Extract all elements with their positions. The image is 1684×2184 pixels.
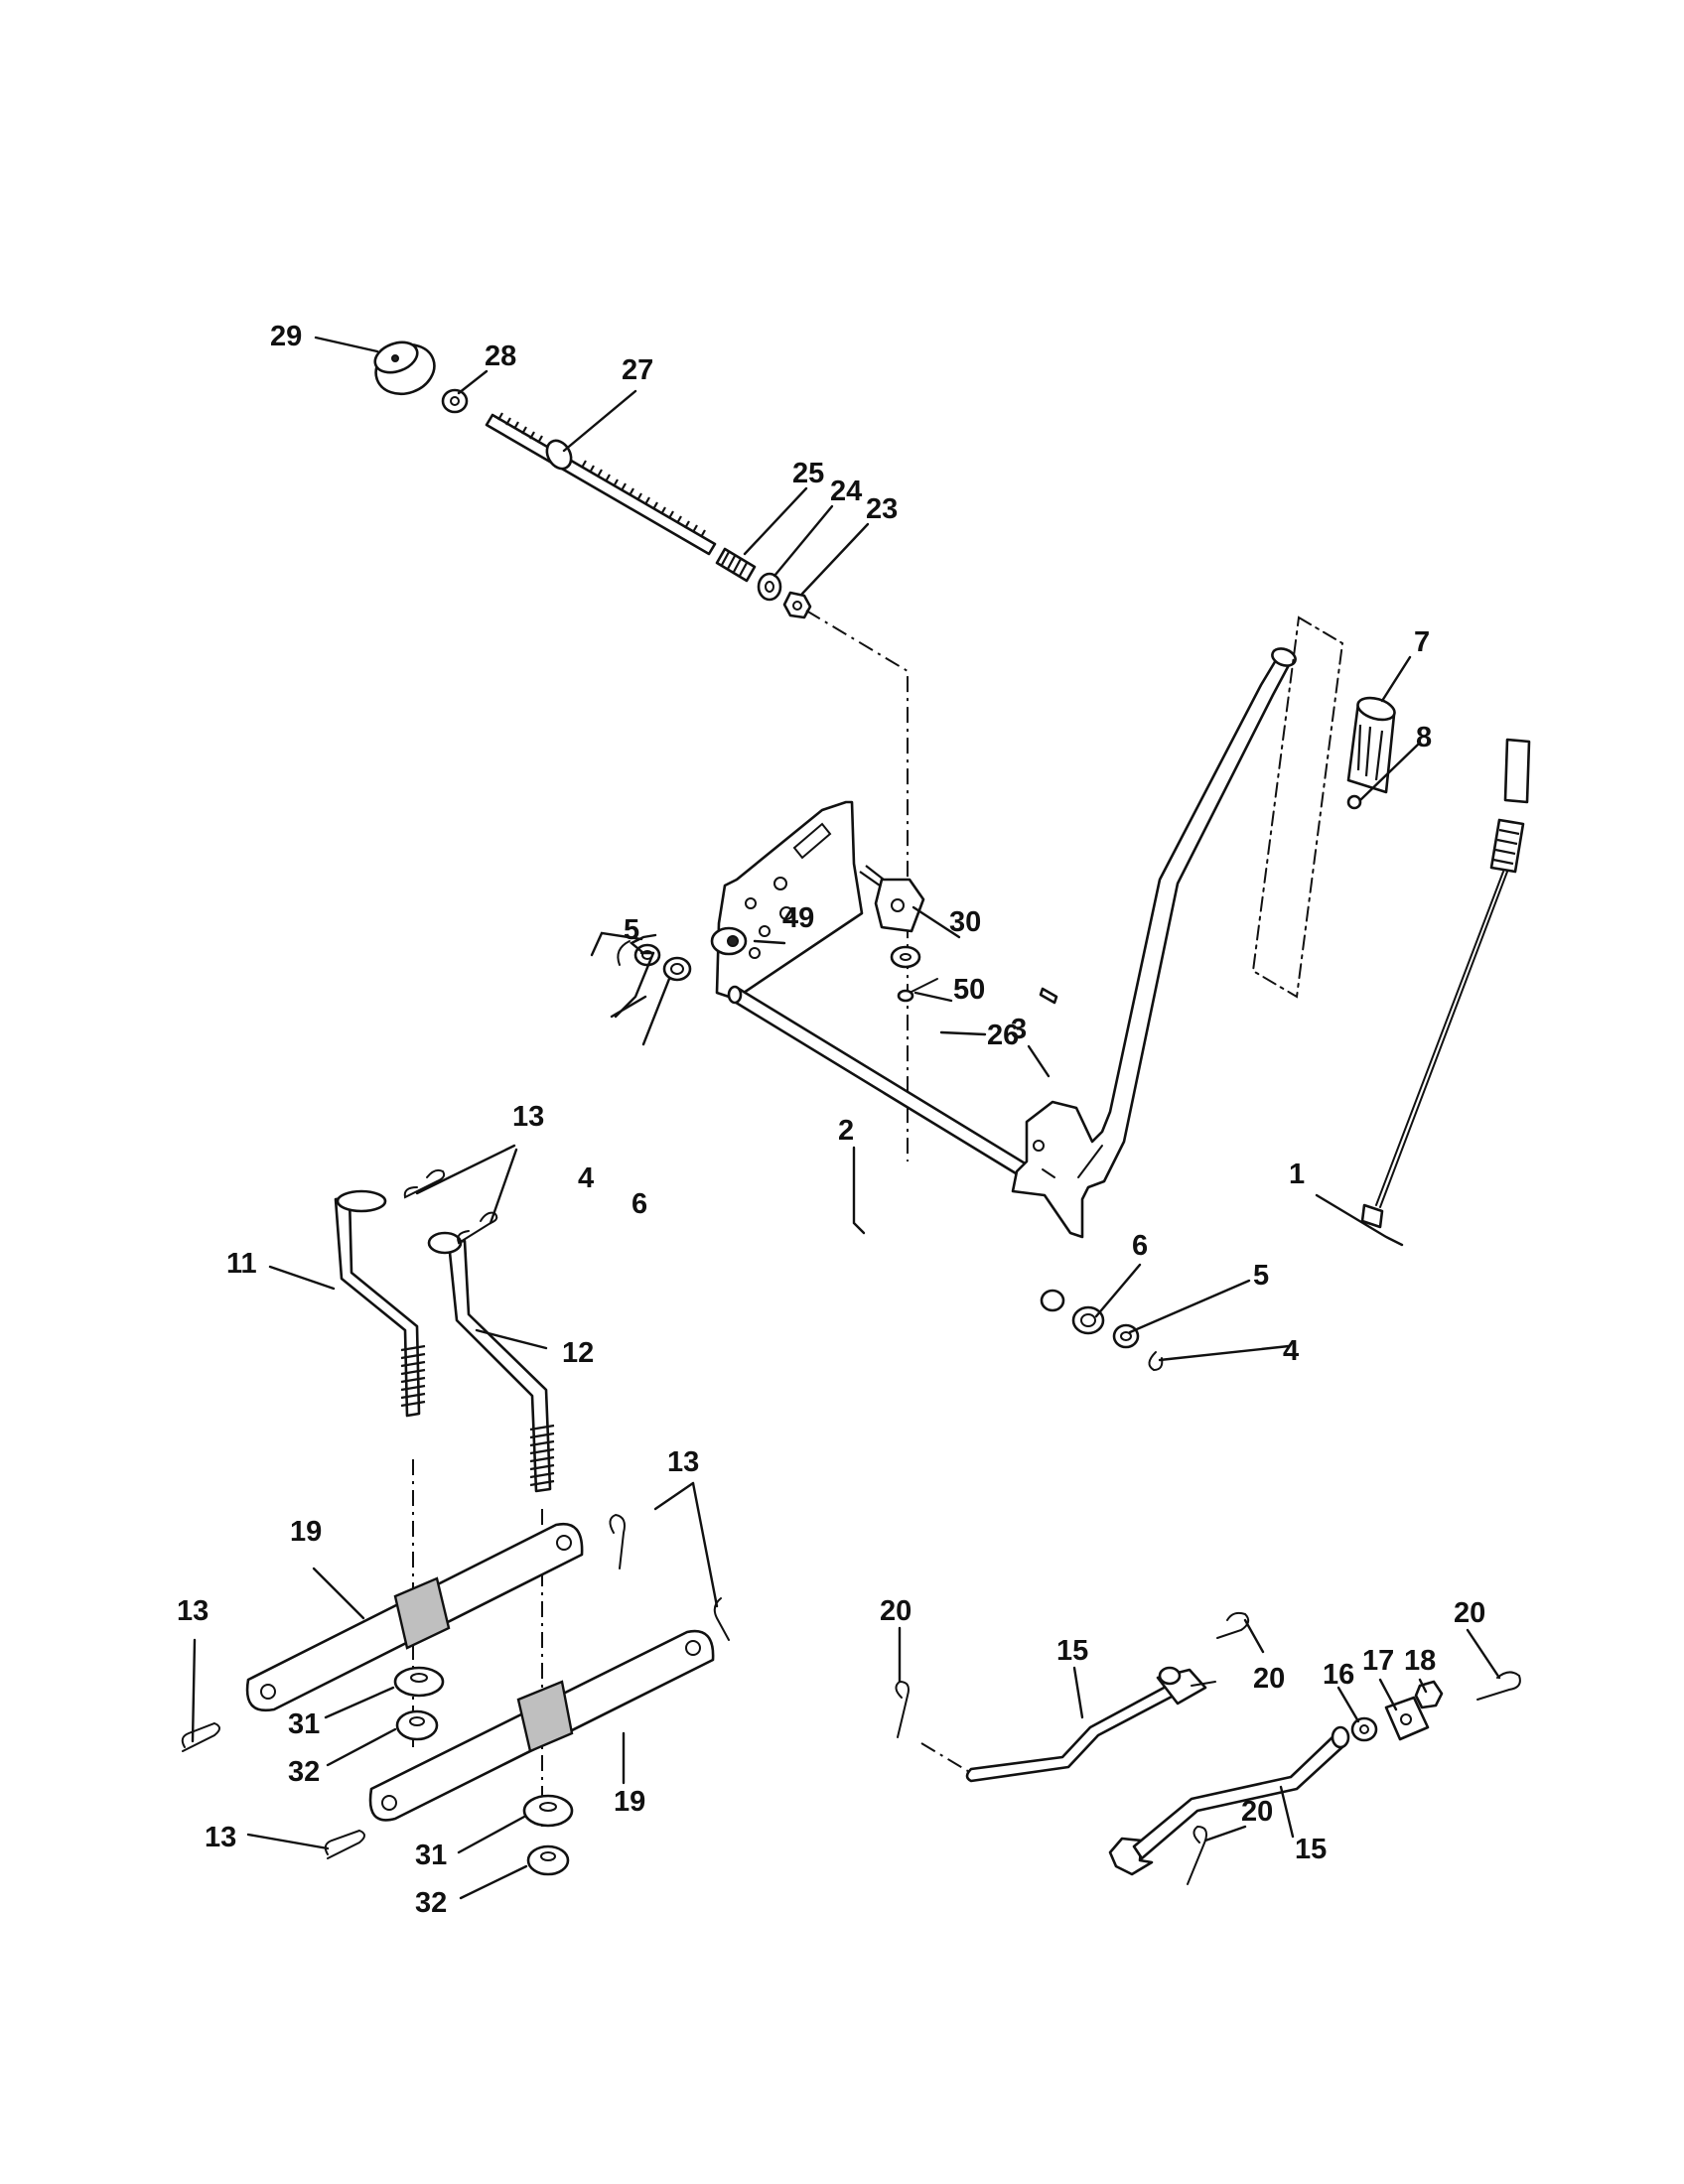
callout-6-right: 6: [1132, 1230, 1148, 1262]
bushing-part-49: [710, 926, 748, 956]
callout-29: 29: [270, 321, 302, 352]
callout-18: 18: [1404, 1645, 1436, 1677]
callout-32-upper: 32: [288, 1756, 320, 1788]
callout-19-upper: 19: [290, 1516, 322, 1548]
callout-12: 12: [562, 1337, 594, 1369]
callout-6-left: 6: [632, 1188, 647, 1220]
lift-handle-lever: [1011, 647, 1297, 1239]
callout-28: 28: [485, 341, 516, 372]
mounting-plate: [715, 800, 864, 1001]
callout-4-right: 4: [1283, 1335, 1299, 1367]
threaded-rod-part-27: [485, 412, 717, 556]
callout-13-top: 13: [512, 1101, 544, 1133]
callout-15-upper: 15: [1056, 1635, 1088, 1667]
callout-32-lower: 32: [415, 1887, 447, 1919]
shaft-end-collar: [1040, 1289, 1065, 1312]
callout-17: 17: [1362, 1645, 1394, 1677]
washer-part-24: [757, 572, 782, 602]
leader-lines: [191, 336, 1501, 1900]
callout-20-mid: 20: [1253, 1663, 1285, 1695]
callout-20-lower: 20: [1241, 1796, 1273, 1828]
nut-part-32-lower: [526, 1844, 570, 1876]
callout-15-lower: 15: [1295, 1834, 1327, 1865]
callout-19-lower: 19: [614, 1786, 645, 1818]
callout-49: 49: [782, 902, 814, 934]
pin-part-3: [1039, 987, 1058, 1005]
callout-11: 11: [226, 1248, 257, 1280]
callout-26: 26: [987, 1020, 1019, 1051]
front-link-part-15-lower: [1108, 1725, 1350, 1876]
knob-part-29: [373, 341, 436, 396]
pin-part-26: [897, 978, 938, 1003]
callout-13-bottom: 13: [205, 1822, 236, 1853]
nut-part-28: [441, 388, 469, 414]
front-link-part-15-upper: [965, 1666, 1216, 1783]
hand-grip-part-7: [1346, 696, 1396, 794]
lift-arm-part-19-lower: [368, 1629, 715, 1822]
callout-27: 27: [622, 354, 653, 386]
callout-20-right: 20: [1454, 1597, 1485, 1629]
callout-7: 7: [1414, 626, 1430, 658]
nut-part-23: [782, 591, 812, 619]
callout-8: 8: [1416, 722, 1432, 753]
bushing-part-6-left: [662, 956, 692, 982]
callout-13-mid: 13: [667, 1446, 699, 1478]
callout-31-upper: 31: [288, 1708, 320, 1740]
ball-part-8: [1346, 794, 1362, 810]
nut-part-32-upper: [395, 1709, 439, 1741]
washer-part-5-right: [1112, 1323, 1140, 1349]
callout-1: 1: [1289, 1159, 1305, 1190]
lift-link-part-11: [334, 1189, 426, 1418]
washer-part-16: [1350, 1716, 1378, 1742]
lift-arm-part-19-upper: [245, 1522, 584, 1712]
callout-5-left: 5: [624, 914, 639, 946]
bushing-part-31-lower: [522, 1794, 574, 1828]
alignment-line-front-links: [920, 1742, 972, 1774]
callout-labels: 1 2 3 4 4 5 5 6 6 7 8 11 12 13 13 13 13 …: [177, 321, 1485, 1919]
callout-5-right: 5: [1253, 1260, 1269, 1292]
callout-23: 23: [866, 493, 898, 525]
handle-grip-dashed-box: [1251, 615, 1344, 999]
trunnion-part-30: [859, 865, 925, 933]
callout-50: 50: [953, 974, 985, 1006]
rock-shaft-part-2: [727, 985, 1047, 1189]
callout-16: 16: [1323, 1659, 1354, 1691]
callout-3: 3: [1011, 1014, 1027, 1045]
cable-part-1: [1360, 738, 1531, 1229]
bushing-part-6-right: [1071, 1305, 1105, 1335]
lift-link-part-12: [427, 1231, 555, 1493]
callout-30: 30: [949, 906, 981, 938]
washer-part-50: [890, 945, 921, 969]
callout-2: 2: [838, 1115, 854, 1147]
bushing-part-31-upper: [393, 1666, 445, 1698]
clip-part-4-left: [617, 940, 631, 966]
callout-13-left: 13: [177, 1595, 209, 1627]
callout-25: 25: [792, 458, 824, 489]
hairpin-clips-part-13: [181, 1168, 730, 1859]
clip-part-4-right: [1148, 1351, 1164, 1372]
nut-part-18: [1414, 1680, 1444, 1709]
callout-20-left: 20: [880, 1595, 912, 1627]
callout-24: 24: [830, 476, 862, 507]
callout-4-left: 4: [578, 1162, 594, 1194]
callout-31-lower: 31: [415, 1840, 447, 1871]
spring-part-25: [715, 547, 757, 583]
